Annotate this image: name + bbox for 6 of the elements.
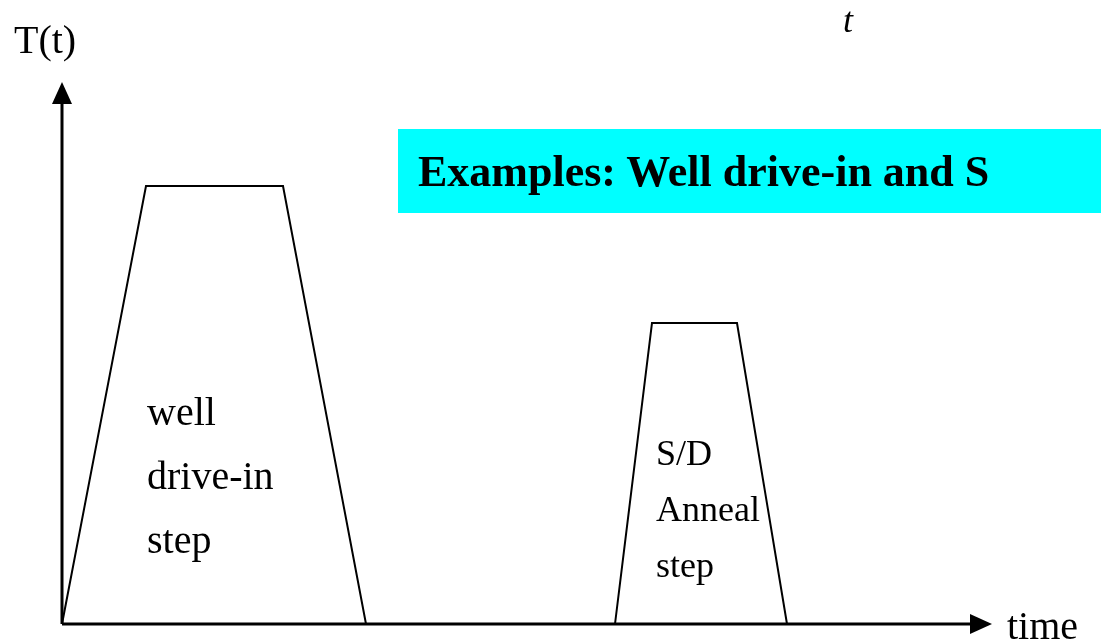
axis-label: T(t) [14,20,77,60]
banner-heading: Examples: Well drive-in and S [398,129,1101,213]
step-label: S/D Anneal step [656,432,761,587]
axis-label: time [1007,606,1079,643]
variable-label: t [843,2,853,38]
step-label: well drive-in step [147,388,275,564]
